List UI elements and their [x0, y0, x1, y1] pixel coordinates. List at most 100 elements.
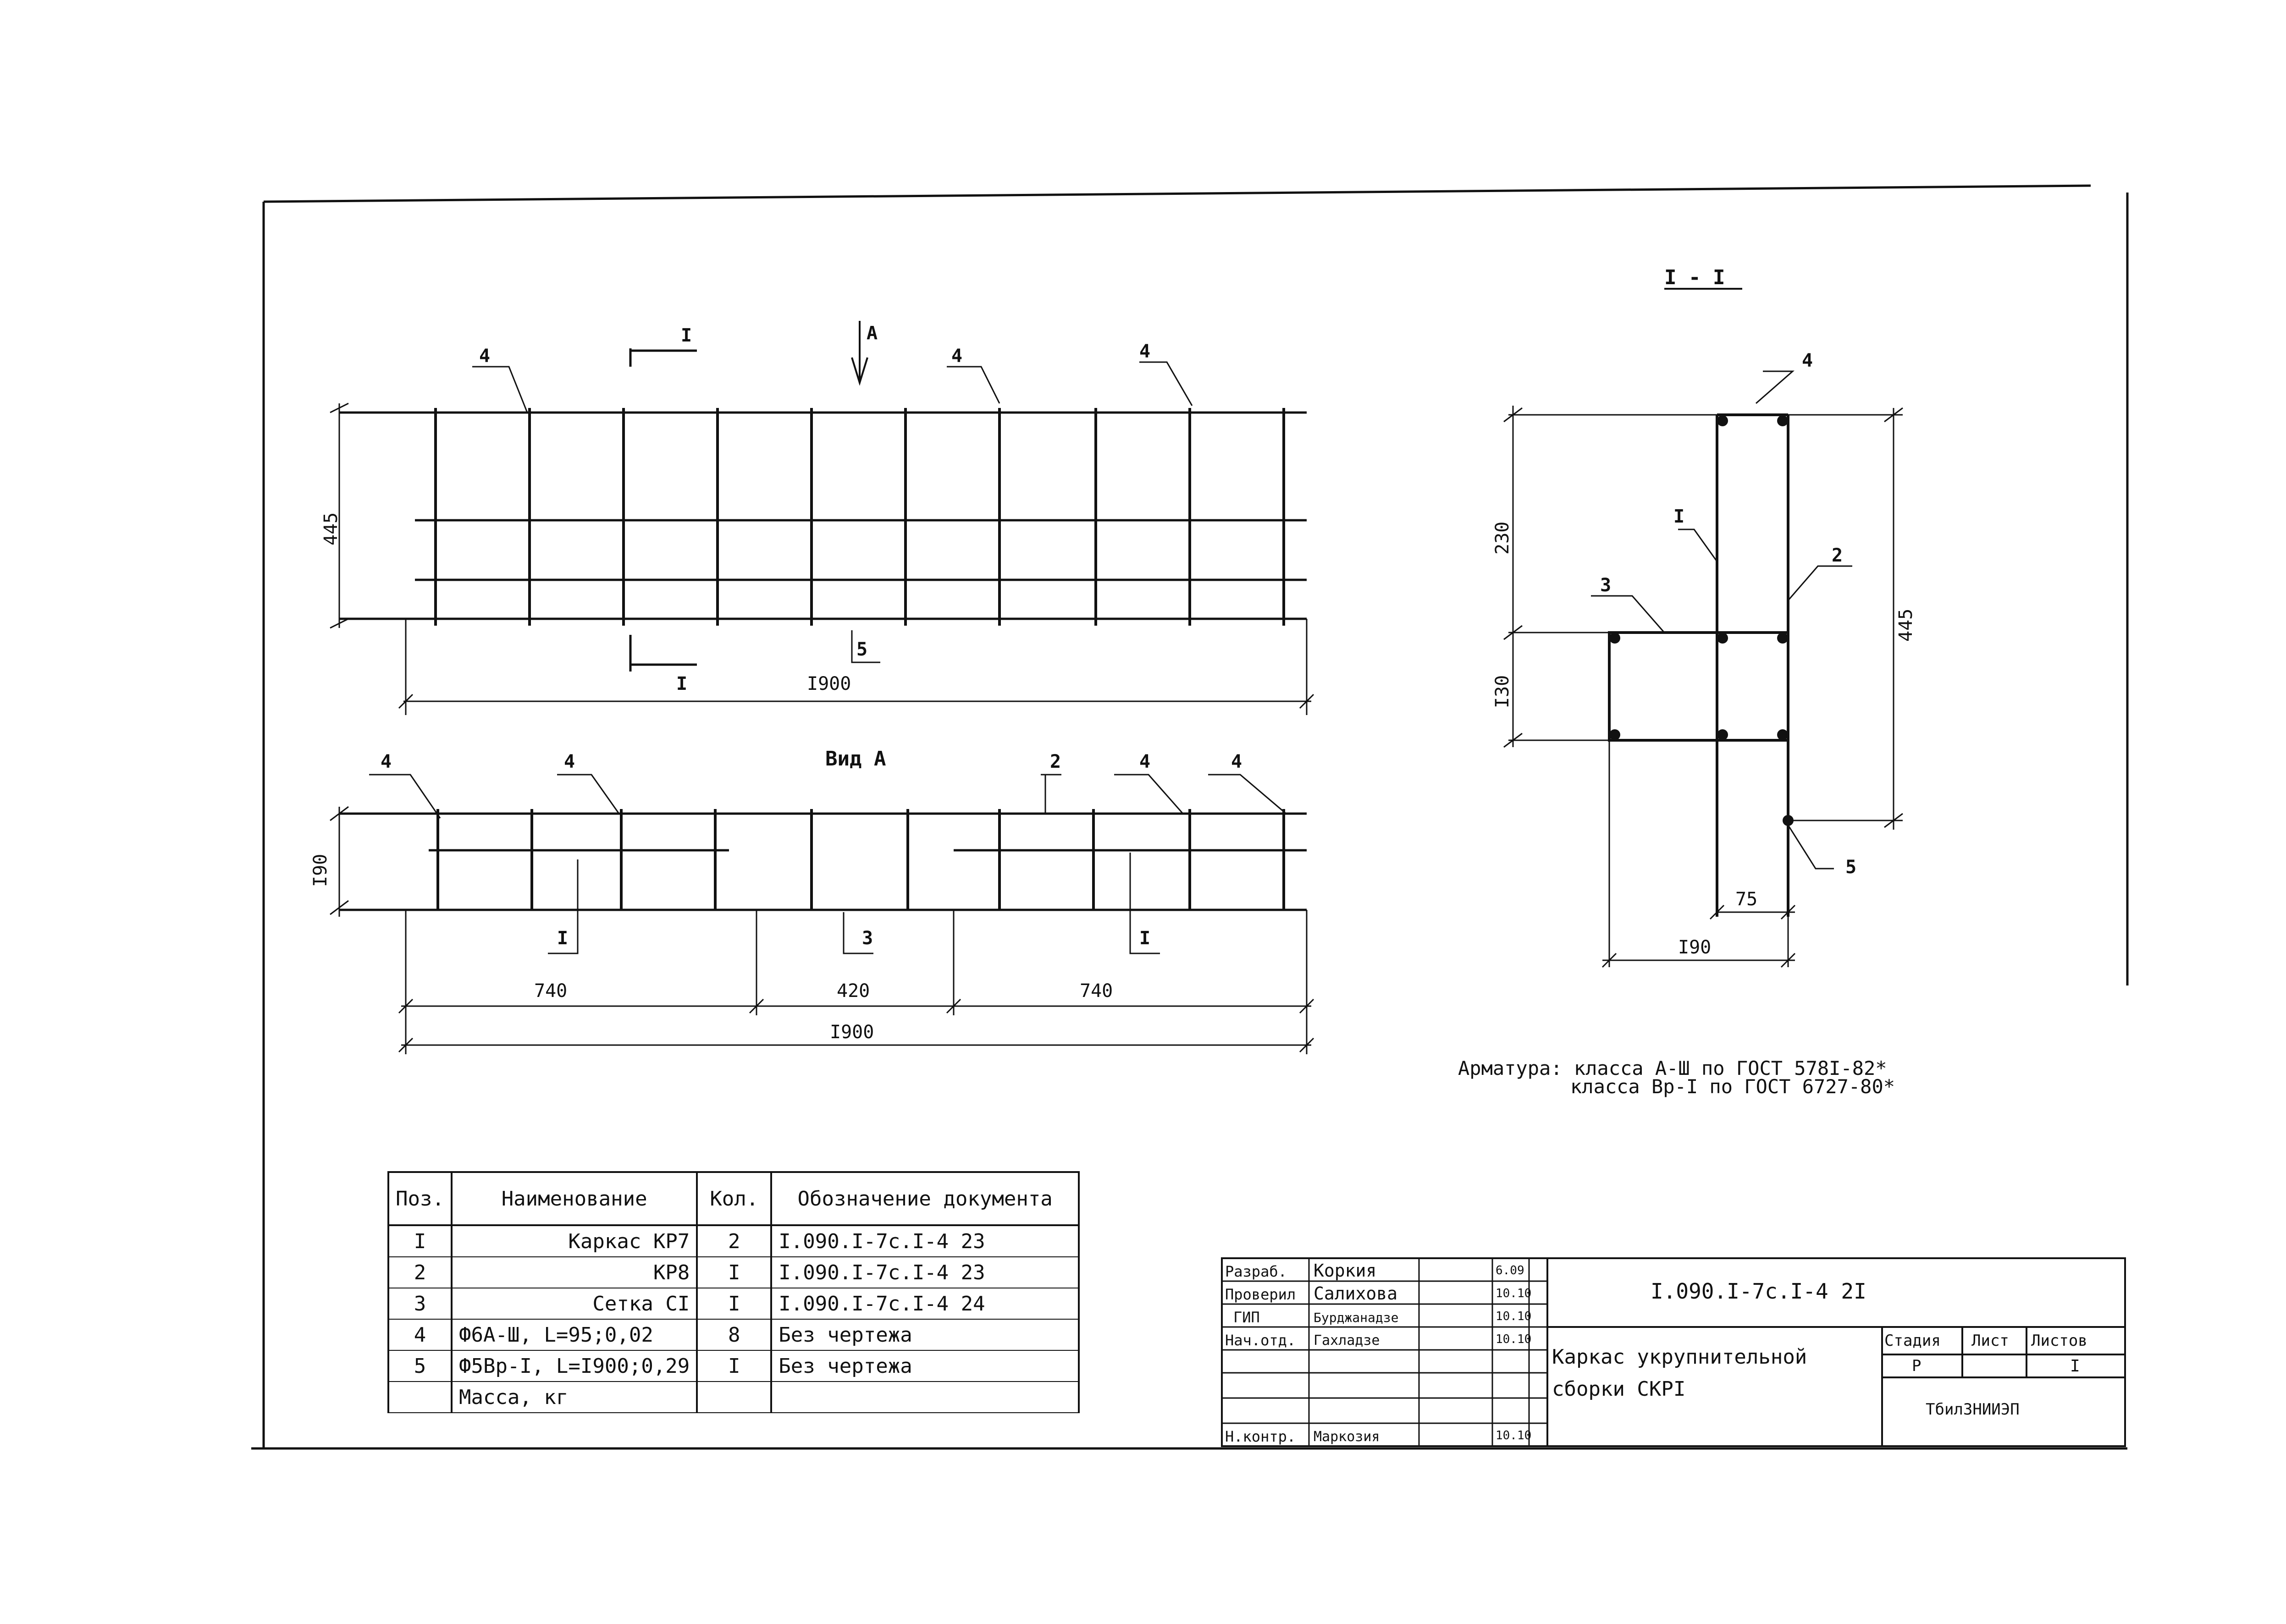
elevation-leader-1b: I: [1139, 928, 1150, 949]
tb-title-line1: Каркас укрупнительной: [1552, 1345, 1807, 1369]
spec-cell: [770, 1381, 1080, 1413]
spec-cell: [387, 1381, 453, 1413]
spec-cell: 4: [387, 1319, 453, 1351]
tb-name-dept-head: Гахладзе: [1314, 1332, 1380, 1349]
tb-sheets-label: Листов: [2031, 1332, 2087, 1350]
view-a-arrow-label: А: [867, 323, 878, 344]
spec-header-row: Поз. Наименование Кол. Обозначение докум…: [387, 1171, 1080, 1226]
elevation-leader-2: 2: [1050, 751, 1061, 772]
elevation-height-dim: I90: [310, 854, 331, 887]
tb-sheets-value: I: [2070, 1357, 2080, 1376]
spec-cell: I: [696, 1350, 773, 1382]
spec-header-pos: Поз.: [387, 1171, 453, 1226]
elevation-dim-420: 420: [837, 980, 870, 1002]
plan-height-dim: 445: [320, 512, 342, 545]
table-row: 5 Ф5Вр-I, L=I900;0,29 I Без чертежа: [387, 1350, 1080, 1382]
section-dim-445: 445: [1895, 609, 1916, 642]
spec-cell: Без чертежа: [770, 1319, 1080, 1351]
spec-cell: [696, 1381, 773, 1413]
elevation-leader-4b: 4: [564, 751, 575, 772]
elevation-length-dim: I900: [830, 1022, 874, 1043]
rebar-note-line1: Арматура: класса А-Ш по ГОСТ 578I-82*: [1458, 1057, 1887, 1079]
spec-header-name: Наименование: [450, 1171, 698, 1226]
tb-doc-code: I.090.I-7с.I-4 2I: [1651, 1279, 1866, 1304]
table-row: 3 Сетка СI I I.090.I-7с.I-4 24: [387, 1288, 1080, 1320]
spec-cell: I: [696, 1288, 773, 1320]
tb-organization: ТбилЗНИИЭП: [1926, 1400, 2020, 1419]
tb-name-developer: Коркия: [1314, 1261, 1377, 1281]
elevation-view: [330, 774, 1314, 1054]
table-row: 2 КР8 I I.090.I-7с.I-4 23: [387, 1256, 1080, 1288]
spec-cell: 3: [387, 1288, 453, 1320]
rebar-note-line2: класса Вр-I по ГОСТ 6727-80*: [1570, 1075, 1895, 1098]
tb-stage-value: Р: [1912, 1357, 1922, 1375]
section-label-2: 2: [1832, 545, 1843, 566]
tb-date-gip: 10.10: [1496, 1310, 1532, 1323]
tb-date-developer: 6.09: [1496, 1264, 1524, 1277]
tb-date-norm-control: 10.10: [1496, 1429, 1532, 1442]
spec-cell: Каркас КР7: [450, 1225, 698, 1257]
view-a-title: Вид А: [825, 747, 886, 771]
tb-sheet-label: Лист: [1971, 1332, 2009, 1350]
spec-cell: КР8: [450, 1256, 698, 1288]
tb-name-checked: Салихова: [1314, 1283, 1398, 1304]
section-dim-75: 75: [1735, 889, 1757, 910]
spec-cell: I.090.I-7с.I-4 23: [770, 1256, 1080, 1288]
spec-cell: Ф6А-Ш, L=95;0,02: [450, 1319, 698, 1351]
section-dim-230: 230: [1492, 522, 1513, 555]
elevation-leader-1a: I: [557, 928, 568, 949]
table-row: I Каркас КР7 2 I.090.I-7с.I-4 23: [387, 1225, 1080, 1257]
spec-cell: Ф5Вр-I, L=I900;0,29: [450, 1350, 698, 1382]
specification-table: Поз. Наименование Кол. Обозначение докум…: [387, 1171, 1080, 1413]
tb-date-checked: 10.10: [1496, 1287, 1532, 1300]
plan-length-dim: I900: [807, 673, 851, 694]
plan-leader-4b: 4: [951, 346, 962, 367]
spec-cell: I: [696, 1256, 773, 1288]
elevation-dim-740-right: 740: [1080, 980, 1113, 1002]
table-row: Масса, кг: [387, 1381, 1080, 1413]
section-cut-mark-top: I: [681, 325, 692, 346]
section-dim-190: I90: [1678, 937, 1711, 958]
section-label-5: 5: [1845, 857, 1856, 878]
section-label-4: 4: [1802, 350, 1813, 371]
section-dim-130: I30: [1492, 675, 1513, 708]
tb-role-gip: ГИП: [1233, 1309, 1260, 1326]
elevation-leader-4c: 4: [1139, 751, 1150, 772]
section-cut-mark-bottom: I: [676, 673, 687, 694]
spec-cell: Масса, кг: [450, 1381, 698, 1413]
section-label-3: 3: [1600, 575, 1611, 596]
spec-cell: I.090.I-7с.I-4 24: [770, 1288, 1080, 1320]
tb-stage-label: Стадия: [1884, 1332, 1941, 1350]
tb-role-developer: Разраб.: [1225, 1263, 1287, 1280]
sheet-frame: [251, 184, 2129, 1450]
spec-cell: I.090.I-7с.I-4 23: [770, 1225, 1080, 1257]
spec-cell: 8: [696, 1319, 773, 1351]
spec-cell: I: [387, 1225, 453, 1257]
spec-cell: 2: [387, 1256, 453, 1288]
section-title: I - I: [1664, 266, 1725, 289]
title-block-frame: [1221, 1257, 2126, 1447]
spec-cell: 2: [696, 1225, 773, 1257]
plan-leader-4c: 4: [1139, 341, 1150, 362]
section-view: [1503, 288, 1903, 968]
spec-header-qty: Кол.: [696, 1171, 773, 1226]
tb-title-line2: сборки СКРI: [1552, 1377, 1686, 1401]
spec-cell: 5: [387, 1350, 453, 1382]
tb-role-dept-head: Нач.отд.: [1225, 1332, 1296, 1349]
elevation-dim-740-left: 740: [534, 980, 567, 1002]
plan-view: [330, 321, 1314, 715]
tb-role-norm-control: Н.контр.: [1225, 1428, 1296, 1445]
tb-date-dept-head: 10.10: [1496, 1332, 1532, 1346]
plan-leader-4a: 4: [479, 346, 490, 367]
spec-cell: Без чертежа: [770, 1350, 1080, 1382]
elevation-leader-3: 3: [862, 928, 873, 949]
tb-name-norm-control: Маркозия: [1314, 1429, 1380, 1445]
tb-name-gip: Бурджанадзе: [1314, 1310, 1399, 1325]
elevation-leader-4d: 4: [1231, 751, 1242, 772]
spec-header-doc: Обозначение документа: [770, 1171, 1080, 1226]
section-label-1: I: [1673, 506, 1684, 527]
tb-role-checked: Проверил: [1225, 1286, 1296, 1303]
table-row: 4 Ф6А-Ш, L=95;0,02 8 Без чертежа: [387, 1319, 1080, 1351]
plan-leader-5: 5: [856, 639, 867, 660]
